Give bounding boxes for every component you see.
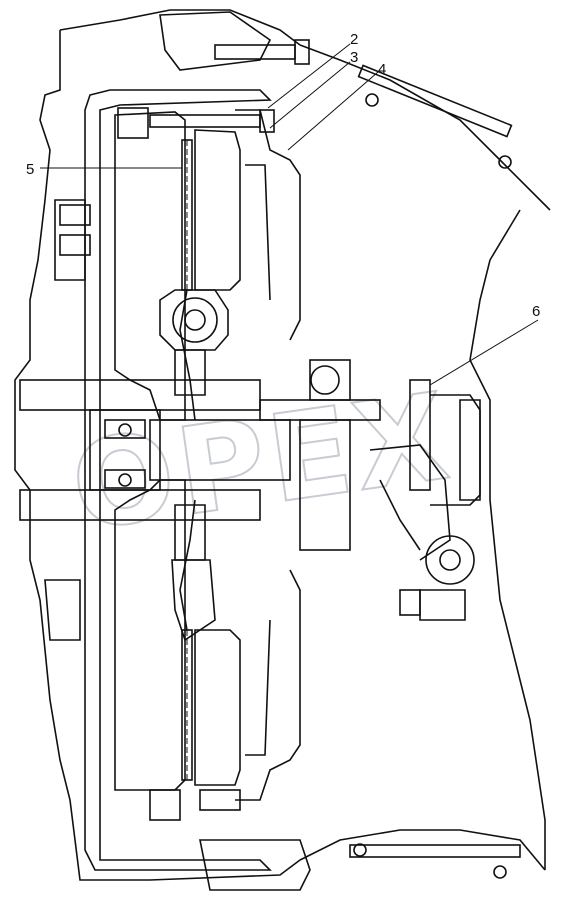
callout-2: 2 [350, 31, 358, 48]
callout-6: 6 [532, 303, 540, 320]
clutch-housing [14, 9, 311, 891]
callout-4: 4 [378, 61, 386, 78]
pressure-plate-cover [235, 109, 301, 801]
release-lever-pivot [159, 289, 229, 642]
callout-5: 5 [26, 161, 34, 178]
callout-3: 3 [350, 49, 358, 66]
watermark: OPEX [64, 368, 460, 559]
callout-leaders [40, 43, 539, 386]
input-shaft [19, 379, 381, 551]
bolts [59, 39, 310, 811]
release-fork [309, 359, 481, 621]
